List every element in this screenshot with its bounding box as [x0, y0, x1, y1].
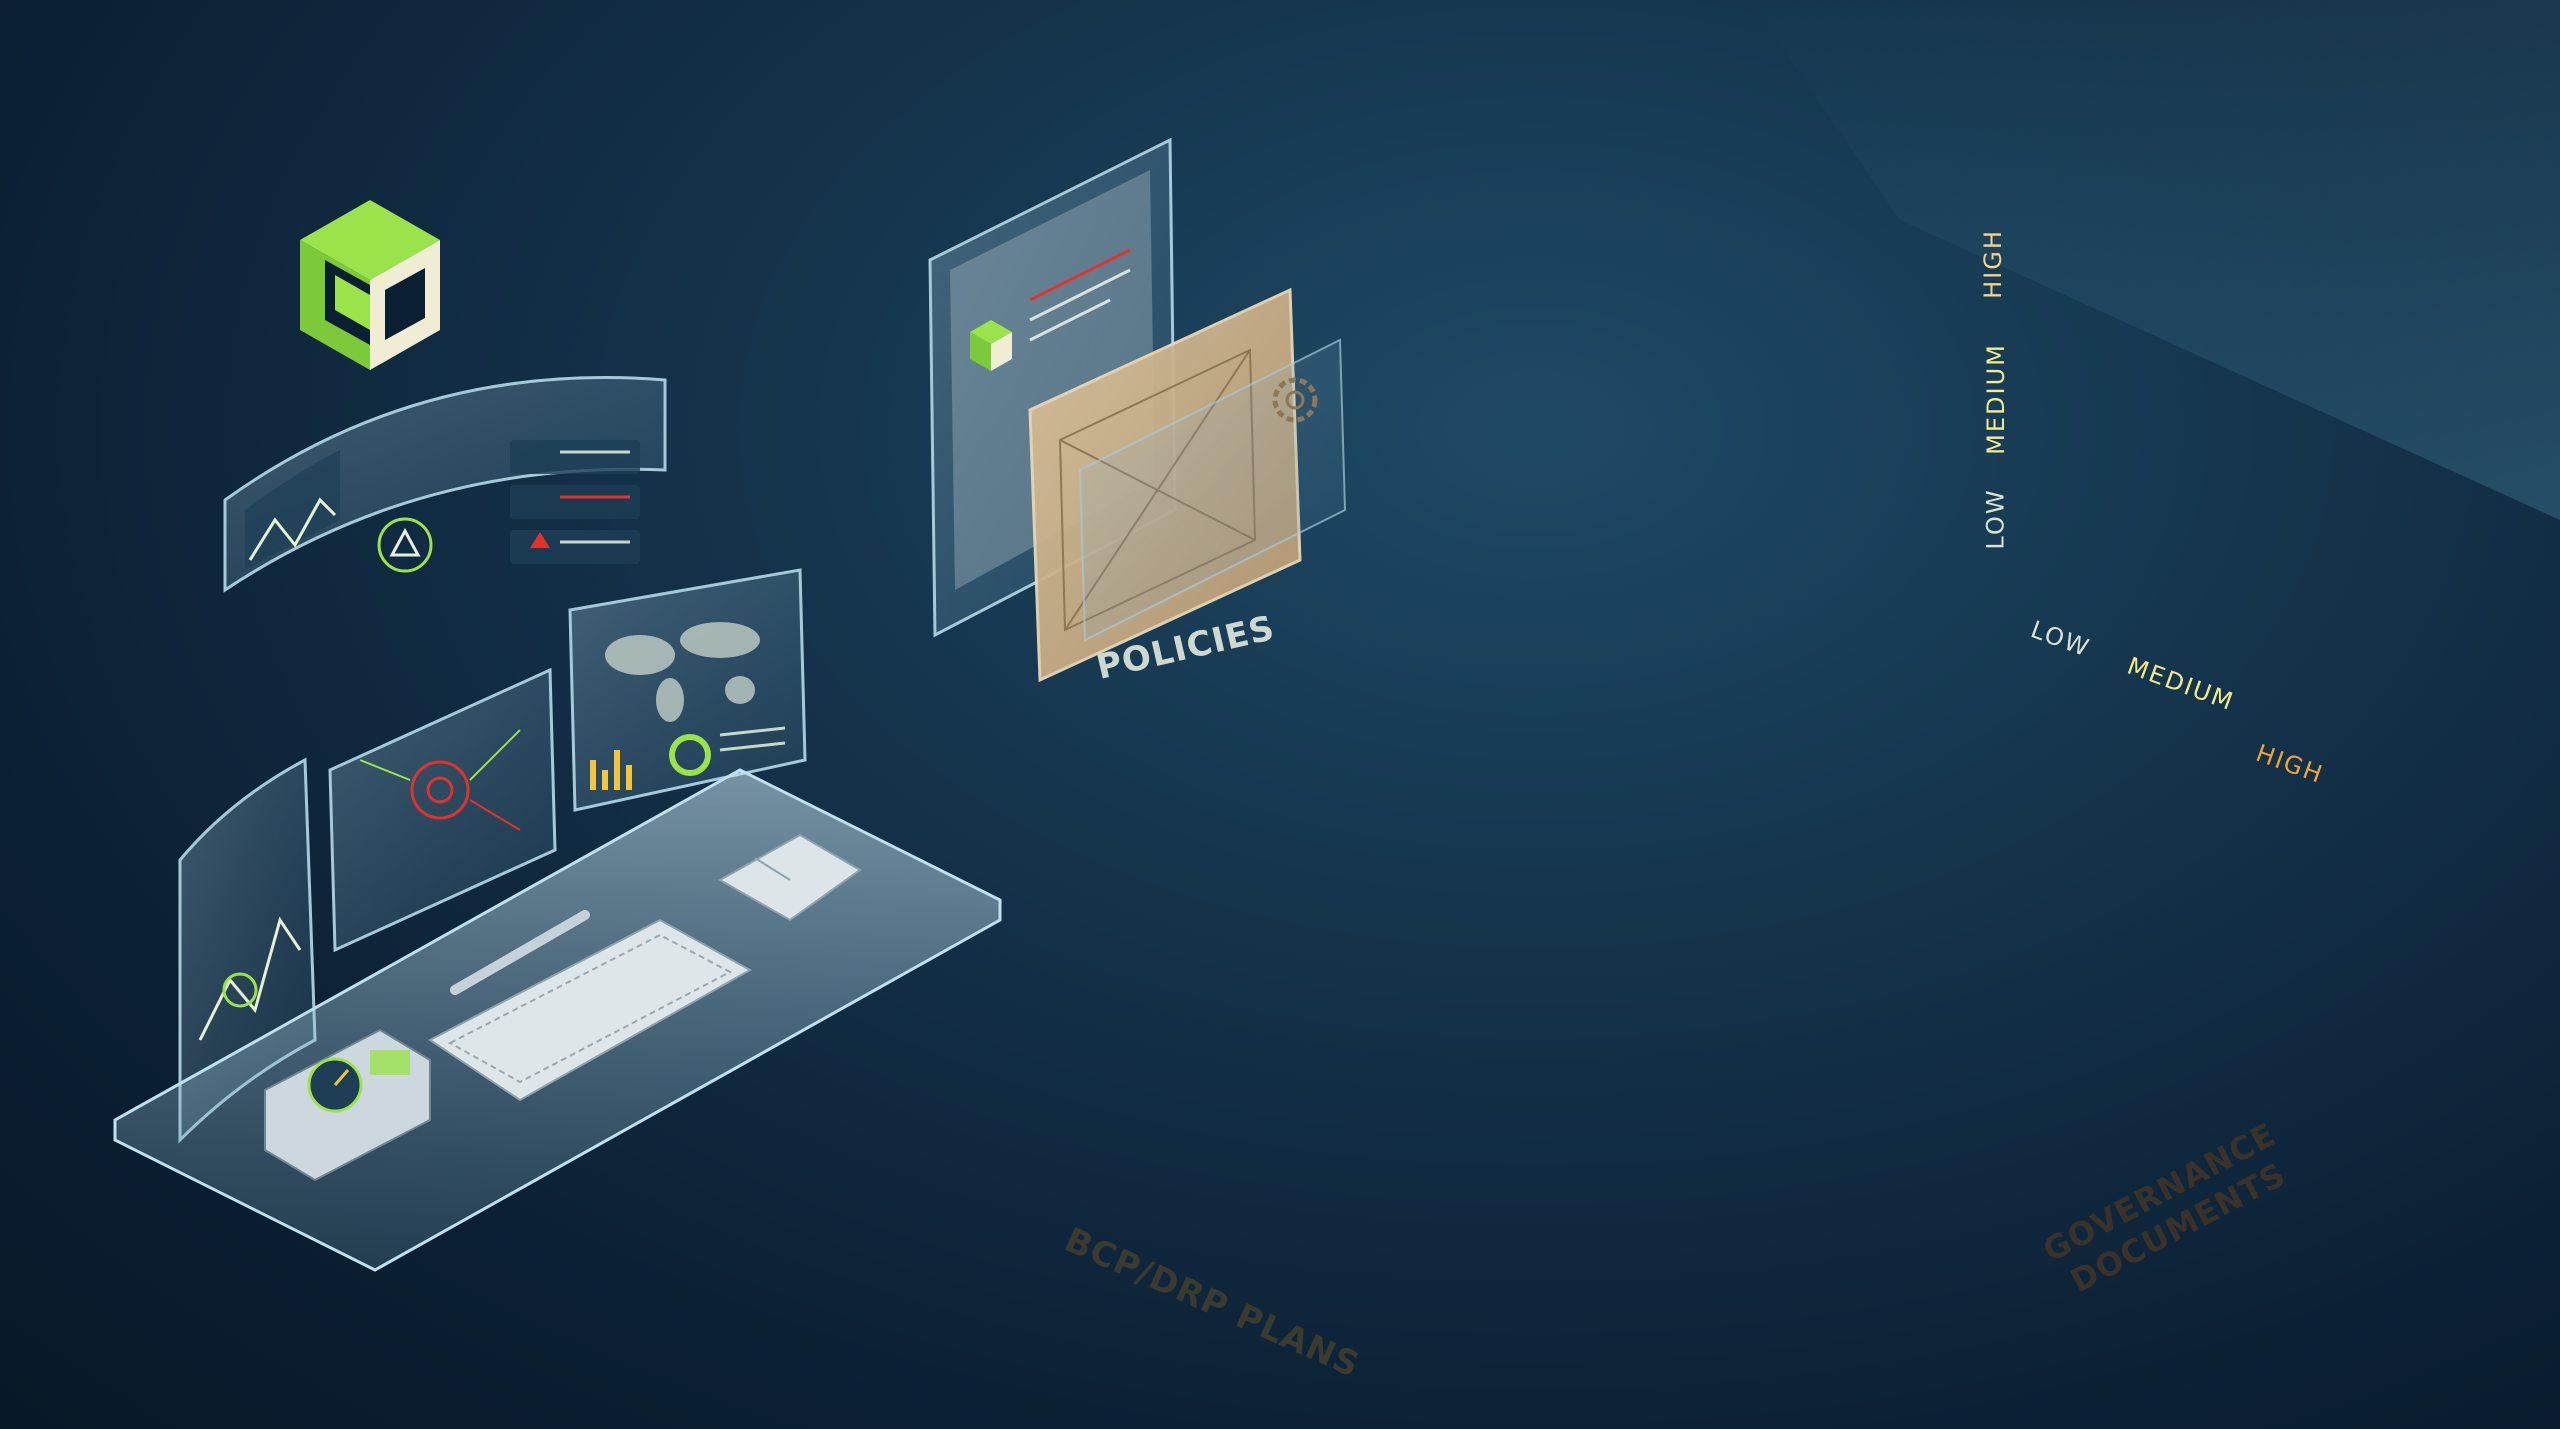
mouse [717, 833, 862, 922]
risk-axis-left-medium: MEDIUM [1981, 343, 2010, 455]
warning-icon [377, 517, 433, 573]
logo-cube-icon [300, 200, 440, 370]
gauge-icon [307, 1057, 363, 1113]
bar-chart-mini [590, 750, 632, 790]
light-beam [1750, 0, 2560, 520]
gauge-device [264, 1028, 431, 1182]
logo-cube-icon [970, 320, 1012, 371]
dashboard-screen-middle [328, 667, 557, 953]
world-map-icon [605, 622, 760, 722]
stylus-pen [450, 910, 590, 995]
risk-axis-left-high: HIGH [1978, 229, 2007, 299]
policies-documents [928, 137, 1347, 683]
dashboard-screen-top [223, 376, 667, 593]
gear-icon [1272, 377, 1318, 423]
risk-axis-left-low: LOW [1981, 488, 2010, 550]
keyboard [428, 918, 753, 1102]
dashboard-screen-map [568, 568, 807, 812]
